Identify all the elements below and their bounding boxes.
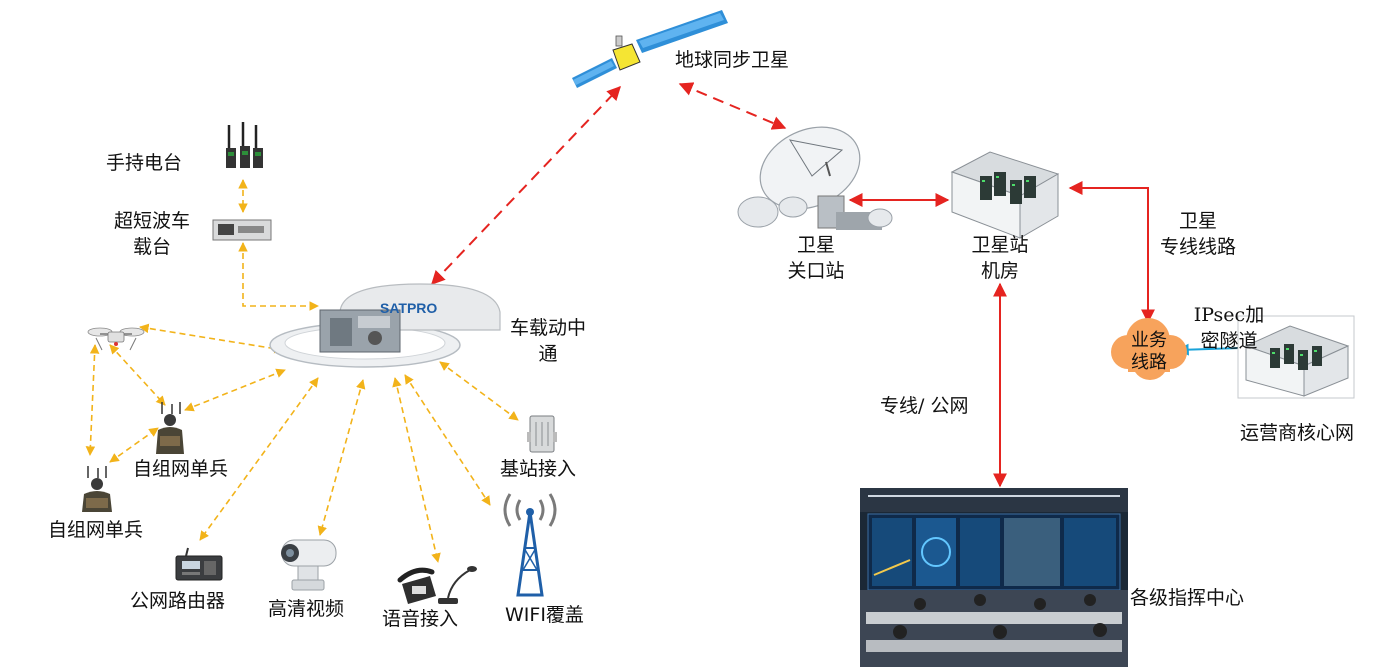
handheld-radio-icon (226, 122, 263, 168)
gateway-label-line2: 关口站 (787, 260, 845, 282)
link-vehicle-voice (392, 377, 441, 563)
link-station-dedicated (1068, 181, 1155, 324)
router-icon (175, 547, 223, 581)
gateway-label-line1: 卫星 (796, 234, 835, 256)
link-vehicle-satellite (431, 85, 621, 286)
ipsec-tunnel-label: IPsec加 密隧道 (1184, 302, 1274, 354)
gateway-dish-icon (737, 126, 893, 230)
telephone-icon (397, 567, 436, 604)
camera-icon (281, 539, 337, 591)
command-center-label: 各级指挥中心 (1130, 587, 1245, 609)
vehicle-satcom-icon: SATPRO (269, 283, 501, 368)
wifi-tower-icon (503, 493, 557, 597)
adhoc-soldier-label-1: 自组网单兵 (133, 458, 229, 480)
satellite-label: 地球同步卫星 (675, 49, 790, 71)
command-center-photo (860, 488, 1128, 667)
core-network-room-icon (1237, 315, 1355, 399)
equipment-room-icon (950, 151, 1060, 239)
vhf-radio-label-line1: 超短波车 (113, 210, 190, 232)
hd-video-label: 高清视频 (268, 598, 345, 620)
station-room-label-line2: 机房 (980, 260, 1019, 282)
handheld-radio-label: 手持电台 (106, 152, 183, 174)
satpro-brand-text: SATPRO (380, 300, 437, 316)
business-line-cloud-icon (1111, 318, 1187, 380)
link-vehicle-router (199, 377, 319, 541)
vehicle-satcom-label: 车载动中 通 (500, 315, 596, 367)
leased-public-label: 专线/ 公网 (880, 395, 969, 417)
dedicated-line-label-line1: 卫星 (1178, 210, 1217, 232)
link-core-business (1176, 343, 1241, 356)
adhoc-soldier-label-2: 自组网单兵 (48, 519, 144, 541)
voice-access-label: 语音接入 (382, 608, 459, 630)
drone-icon (87, 327, 145, 351)
ipsec-tunnel-label-line2: 密隧道 (1200, 330, 1258, 352)
link-vhf-vehicle (238, 242, 319, 311)
ipsec-tunnel-label-line1: IPsec加 (1193, 304, 1265, 326)
link-vehicle-camera (317, 379, 366, 536)
business-line-label-line2: 线路 (1131, 352, 1167, 373)
business-line-label: 业务 线路 (1118, 330, 1180, 374)
dedicated-line-label: 卫星 专线线路 (1150, 208, 1246, 260)
wifi-coverage-label: WIFI覆盖 (505, 604, 584, 626)
link-drone-vehicle (139, 323, 284, 354)
base-station-icon (527, 415, 557, 453)
vhf-radio-icon (212, 219, 272, 241)
satellite-icon (572, 10, 728, 88)
base-station-label: 基站接入 (500, 458, 577, 480)
station-room-label-line1: 卫星站 (971, 234, 1029, 256)
soldier-icon-2 (82, 466, 112, 512)
dedicated-line-label-line2: 专线线路 (1159, 236, 1236, 258)
vhf-radio-label: 超短波车 载台 (104, 208, 200, 260)
business-line-label-line1: 业务 (1131, 330, 1167, 351)
vehicle-satcom-label-line2: 通 (538, 343, 558, 365)
gateway-label: 卫星 关口站 (776, 232, 856, 284)
station-room-label: 卫星站 机房 (960, 232, 1040, 284)
link-drone-soldier2 (85, 344, 100, 456)
vhf-radio-label-line2: 载台 (132, 236, 171, 258)
link-vehicle-basestation (439, 361, 519, 421)
link-vehicle-wifi (404, 374, 491, 506)
soldier-icon-1 (156, 402, 184, 454)
link-soldier1-vehicle (184, 368, 286, 412)
vehicle-satcom-label-line1: 车载动中 (509, 317, 586, 339)
core-network-label: 运营商核心网 (1240, 422, 1355, 444)
link-satellite-gateway (678, 82, 787, 130)
microphone-icon (438, 566, 477, 604)
router-label: 公网路由器 (130, 590, 226, 612)
link-drone-soldier1 (109, 344, 166, 406)
